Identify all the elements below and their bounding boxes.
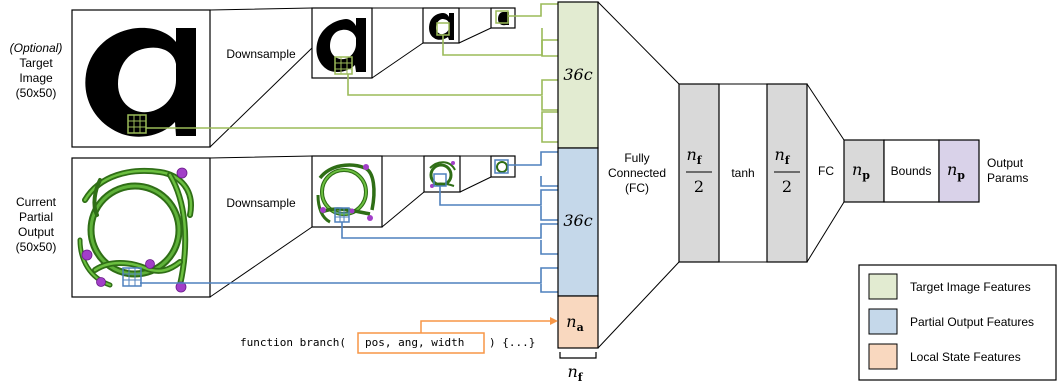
legend-swatch-partial xyxy=(868,308,898,335)
svg-text:Params: Params xyxy=(987,171,1028,185)
arrow-head-icon xyxy=(550,317,558,325)
svg-text:Output: Output xyxy=(18,225,55,239)
legend-swatch-state xyxy=(868,343,898,370)
feature-width-label: nf xyxy=(567,362,583,384)
svg-text:(Optional): (Optional) xyxy=(10,41,63,55)
patch-grid-icon xyxy=(123,268,141,286)
partial-output-row: Current Partial Output (50x50) xyxy=(16,155,516,298)
legend-swatch-target xyxy=(868,273,898,300)
partial-patch-full xyxy=(122,267,142,287)
bounds-block xyxy=(883,139,940,203)
svg-text:2: 2 xyxy=(782,177,792,196)
output-params-label: Output Params xyxy=(987,156,1028,185)
svg-text:Image: Image xyxy=(19,71,53,85)
letter-a-tiny-icon xyxy=(498,12,509,26)
svg-text:nf: nf xyxy=(774,145,790,167)
patch-grid-icon xyxy=(128,115,146,133)
svg-text:(FC): (FC) xyxy=(625,181,649,195)
code-to-state-arrow xyxy=(420,320,552,333)
target-patch-half xyxy=(334,56,353,75)
legend-label-state: Local State Features xyxy=(910,350,1021,364)
activation-label: tanh xyxy=(731,166,754,180)
downsample-connector-1 xyxy=(209,7,313,148)
fc2-trapezoid xyxy=(806,83,845,263)
svg-text:Fully: Fully xyxy=(624,151,649,165)
code-args: pos, ang, width xyxy=(365,336,464,349)
code-prefix: function branch( xyxy=(240,336,346,349)
vine-drawing-tiny-icon xyxy=(496,161,508,173)
flower-icons-medium xyxy=(320,164,373,221)
downsample-connector-4 xyxy=(209,155,313,298)
target-patch-full xyxy=(127,114,147,134)
svg-text:Connected: Connected xyxy=(608,166,666,180)
legend-label-partial: Partial Output Features xyxy=(910,315,1034,329)
feature-width-bracket xyxy=(559,352,597,359)
state-features-size-label: na xyxy=(566,312,583,334)
downsample-connector-2 xyxy=(371,7,424,79)
fc2-label: FC xyxy=(818,164,834,178)
tanh-connector xyxy=(719,83,767,263)
code-snippet: function branch( pos, ang, width ) {...} xyxy=(240,317,558,354)
network-layers: Fully Connected (FC) nf 2 tanh nf 2 FC n… xyxy=(597,1,1028,349)
hidden-layer-1-size-label: nf 2 xyxy=(686,145,712,196)
target-downsample-label: Downsample xyxy=(226,47,296,61)
target-image-label: (Optional) Target Image (50x50) xyxy=(10,41,63,100)
legend-label-target: Target Image Features xyxy=(910,280,1031,294)
target-image-row: (Optional) Target Image (50x50) Downsamp… xyxy=(10,7,516,148)
letter-a-large-icon xyxy=(85,27,196,137)
partial-output-features-block xyxy=(557,147,599,297)
partial-downsample-label: Downsample xyxy=(226,196,296,210)
legend: Target Image Features Partial Output Fea… xyxy=(858,264,1057,381)
partial-feature-connections xyxy=(140,151,558,293)
partial-patch-eighth xyxy=(494,159,509,174)
downsample-connector-6 xyxy=(459,155,492,193)
hidden-layer-2 xyxy=(766,83,808,263)
downsample-connector-3 xyxy=(458,7,492,44)
feature-vector-column: 36c 36c na nf xyxy=(557,1,599,384)
flower-icons-small xyxy=(430,161,455,188)
partial-output-eighth xyxy=(490,155,516,178)
patch-grid-icon xyxy=(335,57,352,74)
fc-trapezoid xyxy=(597,1,680,349)
svg-text:2: 2 xyxy=(694,177,704,196)
svg-text:nf: nf xyxy=(686,145,702,167)
output-params-size-label: np xyxy=(947,160,965,182)
local-state-features-block xyxy=(557,295,599,349)
letter-a-medium-icon xyxy=(316,18,366,73)
partial-output-label: Current Partial Output (50x50) xyxy=(16,195,57,254)
hidden-layer-2-size-label: nf 2 xyxy=(774,145,800,196)
target-patch-eighth xyxy=(495,10,509,24)
param-layer xyxy=(843,139,885,203)
svg-text:(50x50): (50x50) xyxy=(16,86,57,100)
target-feature-connections xyxy=(146,3,558,143)
fc-label: Fully Connected (FC) xyxy=(608,151,666,195)
hidden-layer-1 xyxy=(678,83,720,263)
target-features-size-label: 36c xyxy=(563,65,592,84)
flower-icons-large xyxy=(81,167,188,293)
svg-text:Partial: Partial xyxy=(19,210,53,224)
param-layer-size-label: np xyxy=(852,160,870,182)
bounds-label: Bounds xyxy=(891,164,932,178)
downsample-connector-5 xyxy=(381,155,425,228)
svg-text:Output: Output xyxy=(987,156,1024,170)
svg-text:Target: Target xyxy=(19,56,53,70)
code-suffix: ) {...} xyxy=(489,336,535,349)
partial-features-size-label: 36c xyxy=(563,211,592,230)
svg-text:(50x50): (50x50) xyxy=(16,240,57,254)
patch-grid-icon xyxy=(335,208,349,222)
svg-text:Current: Current xyxy=(16,195,57,209)
output-params-block xyxy=(938,139,980,203)
